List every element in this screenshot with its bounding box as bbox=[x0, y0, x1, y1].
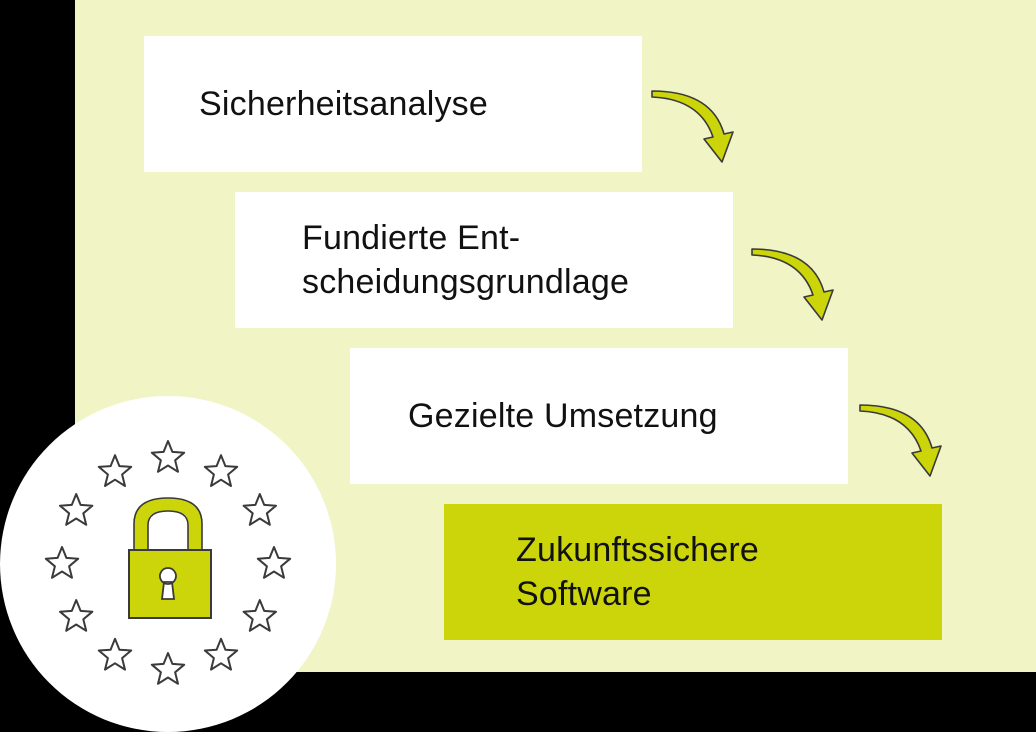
star-icon bbox=[97, 454, 133, 487]
star-icon bbox=[242, 493, 277, 526]
star-icon bbox=[203, 454, 239, 487]
curved-arrow-icon bbox=[859, 404, 942, 477]
padlock-icon bbox=[128, 497, 212, 619]
star-icon bbox=[242, 599, 277, 632]
curved-arrow-icon bbox=[751, 248, 834, 321]
star-icon bbox=[44, 546, 80, 579]
star-icon bbox=[256, 546, 292, 579]
step-sicherheitsanalyse: Sicherheitsanalyse bbox=[144, 36, 642, 172]
star-icon bbox=[59, 493, 94, 526]
step-umsetzung: Gezielte Umsetzung bbox=[350, 348, 848, 484]
step-label: Sicherheitsanalyse bbox=[199, 85, 488, 123]
step-label: Fundierte Ent- scheidungsgrundlage bbox=[302, 219, 630, 301]
star-ring bbox=[44, 440, 292, 685]
curved-arrow-icon bbox=[651, 90, 734, 163]
security-badge bbox=[0, 396, 336, 732]
step-entscheidungsgrundlage: Fundierte Ent- scheidungsgrundlage bbox=[235, 192, 733, 328]
step-zukunftssichere-software: Zukunftssichere Software bbox=[444, 504, 942, 640]
star-icon bbox=[203, 637, 239, 671]
star-icon bbox=[150, 652, 186, 685]
step-label: Gezielte Umsetzung bbox=[408, 397, 718, 435]
step-label: Zukunftssichere Software bbox=[516, 531, 759, 613]
star-icon bbox=[97, 637, 133, 671]
star-icon bbox=[59, 599, 94, 632]
star-icon bbox=[150, 440, 186, 473]
